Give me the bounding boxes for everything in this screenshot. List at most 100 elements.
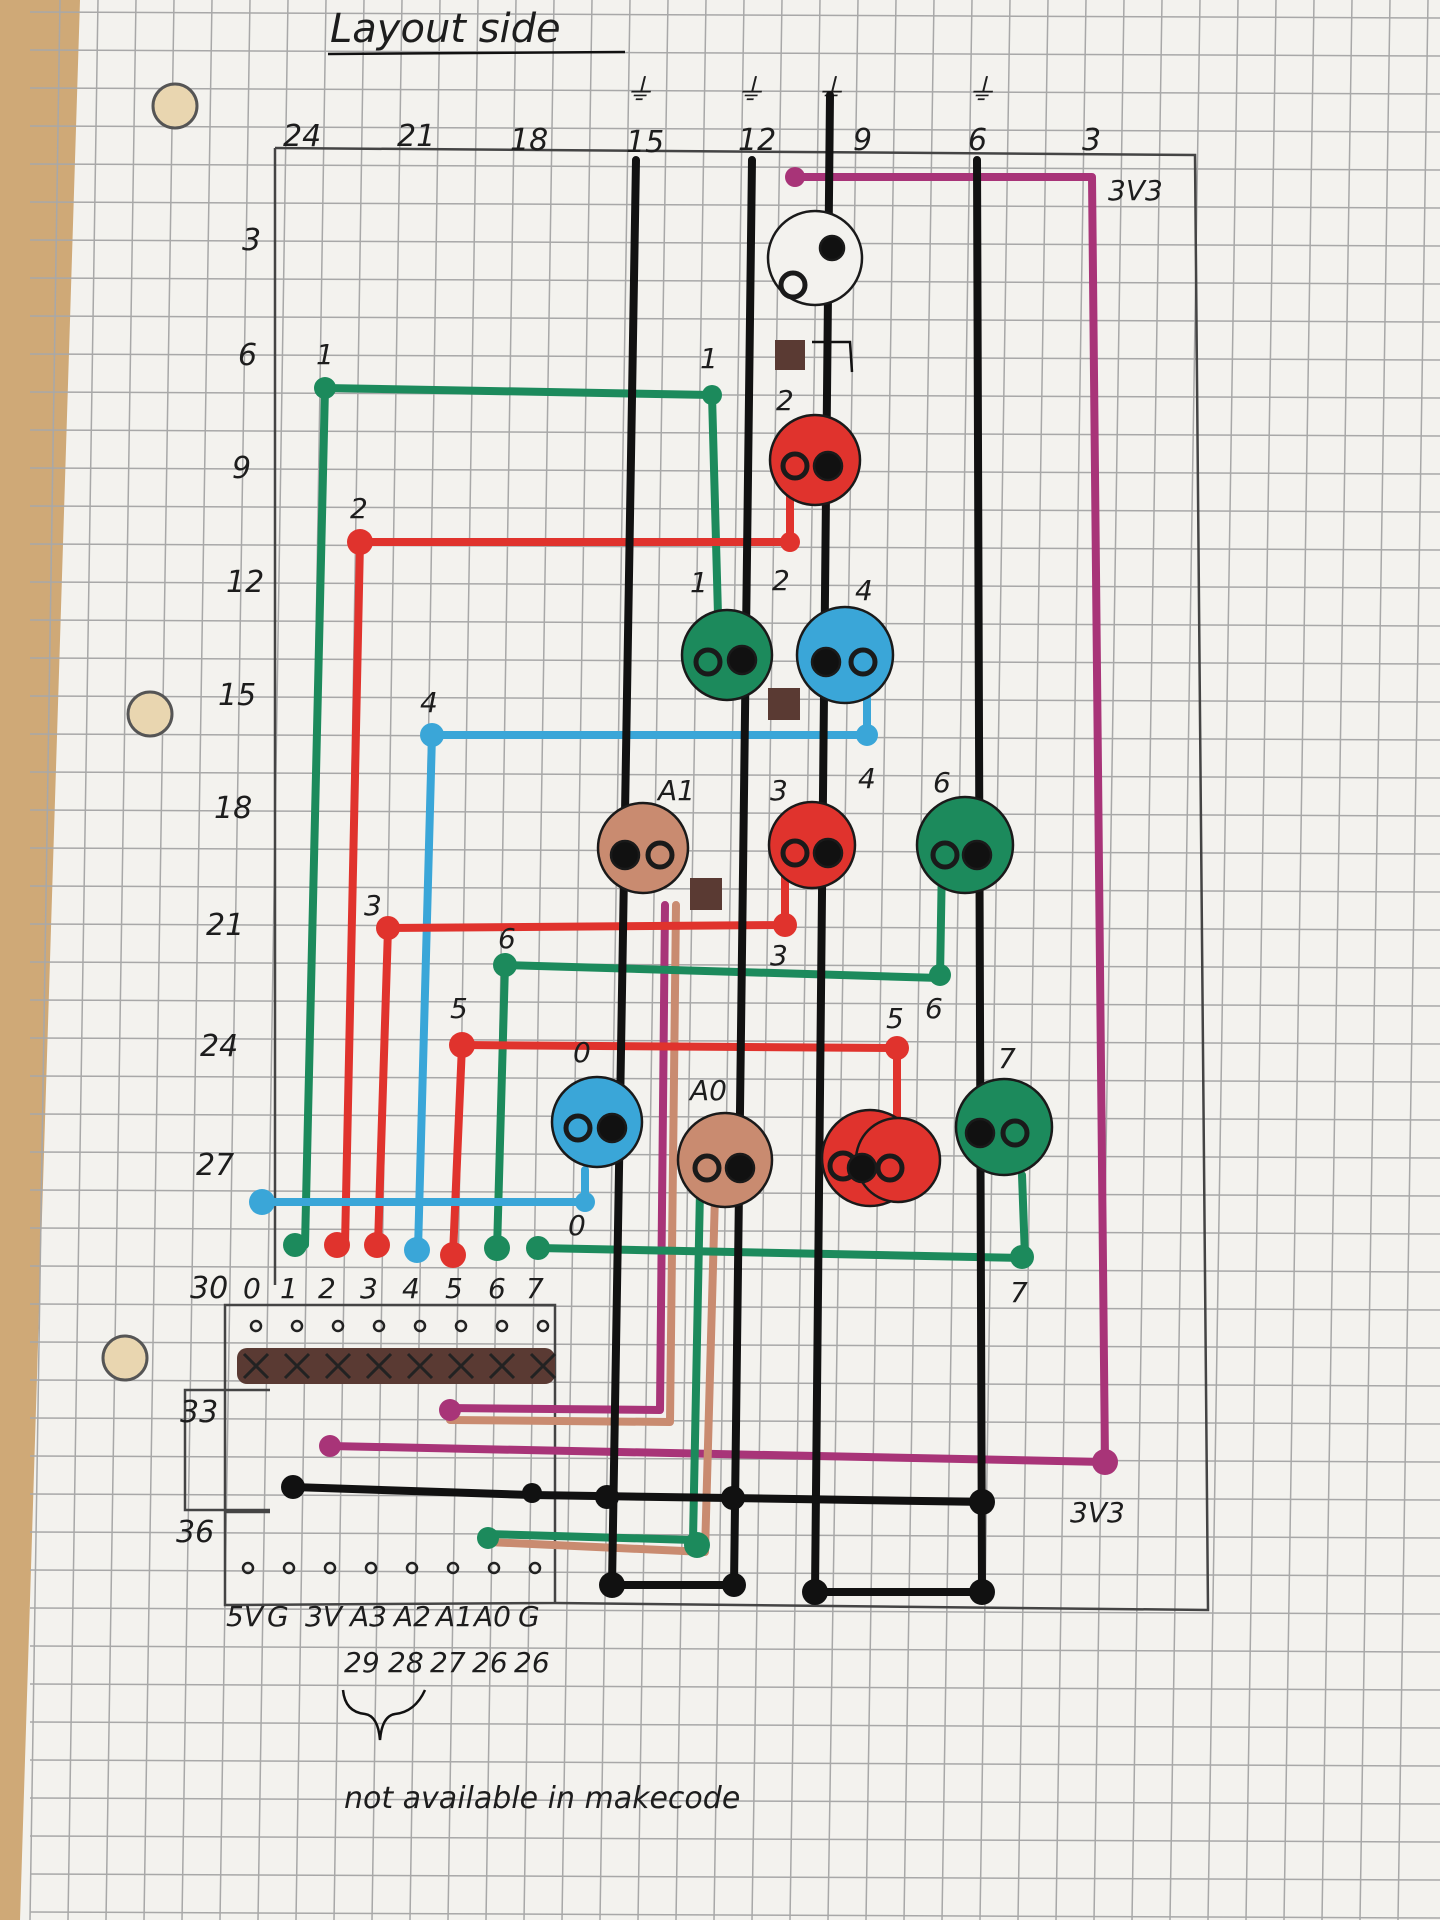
- grid-line: [257, 0, 289, 1920]
- grid-line: [29, 1873, 1440, 1881]
- junction-dot: [599, 1572, 625, 1598]
- junction-dot: [439, 1399, 461, 1421]
- cross-mark: [529, 1352, 557, 1380]
- bottom-pin-a0: A0: [472, 1600, 511, 1633]
- bottom-pin-a2: A2: [392, 1600, 431, 1633]
- grid-line: [1397, 0, 1429, 1920]
- bottom-pin-hole: [364, 1561, 378, 1575]
- grid-line: [1283, 0, 1315, 1920]
- grid-line: [29, 353, 1440, 361]
- column-label-21: 21: [397, 119, 435, 154]
- led-red-5: [820, 1108, 942, 1208]
- header-block-outline: [223, 1303, 557, 1607]
- wire-label-0: 0: [568, 1209, 586, 1242]
- cross-mark: [324, 1352, 352, 1380]
- junction-dot: [1010, 1245, 1034, 1269]
- grid-line: [29, 961, 1440, 969]
- led-label-5: 5: [886, 1002, 904, 1035]
- grid-line: [751, 0, 783, 1920]
- pin-number-5: 5: [445, 1272, 463, 1305]
- header-pin-hole: [290, 1319, 304, 1333]
- row-label-33: 33: [180, 1395, 218, 1430]
- header-pin-2: [324, 1232, 350, 1258]
- led-labels: 1 2 2 4 A1 3 6 A0 7 0 5: [573, 384, 1016, 1107]
- power-label-top: 3V3: [1108, 174, 1163, 207]
- junction-dot: [595, 1485, 619, 1509]
- grid-line: [29, 885, 1440, 893]
- grid-line: [181, 0, 213, 1920]
- page-title: Layout side: [330, 6, 561, 52]
- graph-paper: [20, 0, 1440, 1920]
- header-pin-1: [283, 1233, 307, 1257]
- junction-dot: [780, 532, 800, 552]
- ground-icon: ⏚: [966, 73, 996, 108]
- row-label-27: 27: [196, 1148, 234, 1183]
- grid-line: [29, 49, 1440, 57]
- header-pin-hole: [372, 1319, 386, 1333]
- junction-dot: [449, 1032, 475, 1058]
- pin-number-7: 7: [526, 1272, 544, 1305]
- bottom-pin-3v: 3V: [305, 1600, 344, 1633]
- bottom-pin-a1: A1: [434, 1600, 473, 1633]
- cross-mark: [447, 1352, 475, 1380]
- wire-4-down: [414, 731, 436, 1254]
- row-label-24: 24: [200, 1029, 238, 1064]
- grid-line: [29, 847, 1440, 855]
- wire-2-down: [341, 538, 364, 1249]
- footnote: not available in makecode: [344, 1781, 740, 1816]
- bottom-pin-hole: [446, 1561, 460, 1575]
- junction-dot: [785, 167, 805, 187]
- led-label-1: 1: [690, 566, 708, 599]
- grid-line: [29, 543, 1440, 551]
- grid-line: [29, 1911, 1440, 1919]
- grid-line: [29, 1037, 1440, 1045]
- punch-holes: [101, 82, 199, 1382]
- led-label-3: 3: [770, 774, 788, 807]
- row-label-3: 3: [242, 223, 261, 258]
- junction-dot: [684, 1532, 710, 1558]
- grid-line: [29, 1835, 1440, 1843]
- cross-mark: [283, 1352, 311, 1380]
- row-label-18: 18: [214, 791, 252, 826]
- led-green-6: [915, 795, 1015, 895]
- grid-line: [29, 1075, 1440, 1083]
- junction-dot: [420, 723, 444, 747]
- bottom-pin-hole: [323, 1561, 337, 1575]
- led-label-a1: A1: [656, 774, 695, 807]
- board-outline: [274, 146, 1210, 1612]
- header-pin-6: [484, 1235, 510, 1261]
- grid-line: [29, 809, 1440, 817]
- bottom-pin-hole: [241, 1561, 255, 1575]
- bottom-pin-dots: [241, 1561, 542, 1575]
- row-labels: 3 6 9 12 15 18 21 24 27 30 33 36: [176, 223, 264, 1550]
- grid-line: [29, 581, 1440, 589]
- header-pin-hole: [413, 1319, 427, 1333]
- ground-icon: ⏚: [735, 73, 765, 108]
- punch-hole-top: [151, 82, 199, 130]
- grid-line: [29, 125, 1440, 133]
- header-pin-3: [364, 1232, 390, 1258]
- crossed-pin-row: [237, 1348, 557, 1384]
- wire-5-down: [449, 1041, 466, 1259]
- bracket-mark: [812, 340, 854, 373]
- wire-a1-magenta: [443, 901, 669, 1414]
- led-label-6: 6: [933, 766, 951, 799]
- grid-line: [143, 0, 175, 1920]
- led-red-3: [767, 800, 857, 890]
- grid-line: [1207, 0, 1239, 1920]
- grid-line: [29, 771, 1440, 779]
- brace-icon: [341, 1689, 427, 1741]
- wire-a1-brown: [446, 901, 680, 1426]
- row-label-30: 30: [190, 1271, 228, 1306]
- wires: [258, 91, 1109, 1596]
- led-green-1: [680, 608, 774, 702]
- column-label-9: 9: [853, 123, 872, 158]
- pin-number-4: 4: [402, 1272, 420, 1305]
- wire-3-down: [374, 924, 392, 1249]
- grid-line: [29, 11, 1440, 19]
- wire-junctions: [249, 167, 1118, 1605]
- wire-label-2: 2: [350, 492, 368, 525]
- ground-symbols: ⏚ ⏚ ⏚ ⏚: [624, 73, 996, 108]
- wire-label-6: 6: [925, 992, 943, 1025]
- junction-dot: [477, 1527, 499, 1549]
